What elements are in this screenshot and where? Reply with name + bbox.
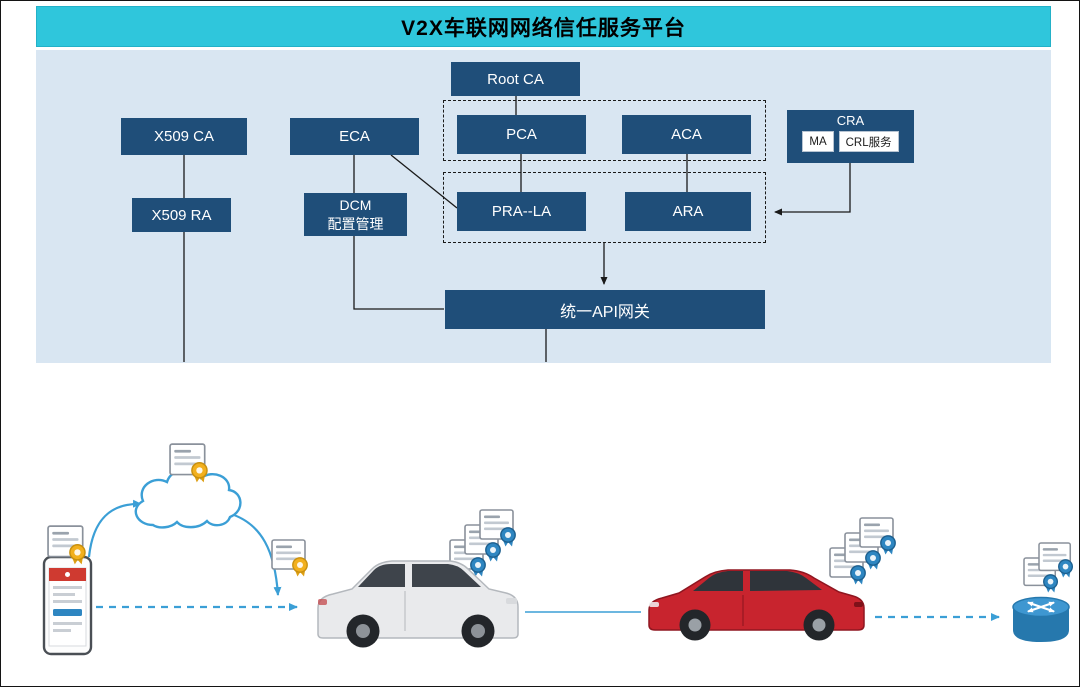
bottom-flow-arrows <box>87 499 1000 621</box>
node-x509-ra-label: X509 RA <box>151 206 212 224</box>
node-eca: ECA <box>290 118 419 155</box>
arrow-cra-to-ra-group <box>774 163 851 216</box>
router-icon <box>1012 596 1070 642</box>
red-car-icon <box>648 569 865 641</box>
node-ma: MA <box>802 131 834 152</box>
connector-dcm-apigateway <box>353 236 444 310</box>
node-eca-label: ECA <box>339 128 370 145</box>
certificate-stack-router <box>1023 542 1074 593</box>
node-aca-label: ACA <box>671 126 702 143</box>
node-ara: ARA <box>625 192 751 231</box>
node-cra-label: CRA <box>836 113 865 128</box>
white-car-icon <box>317 560 519 648</box>
node-pca: PCA <box>457 115 586 154</box>
node-aca: ACA <box>622 115 751 154</box>
cra-sub-services: MA CRL服务 <box>802 131 899 152</box>
certificate-icon-roadside <box>271 539 309 577</box>
platform-title-bar: V2X车联网网络信任服务平台 <box>36 6 1051 47</box>
node-ara-label: ARA <box>672 203 704 220</box>
node-pra-la: PRA--LA <box>457 192 586 231</box>
node-x509-ra: X509 RA <box>132 198 231 232</box>
certificate-stack-red-car <box>829 517 897 585</box>
arrow-phone-to-cloud <box>87 499 142 558</box>
node-x509-ca-label: X509 CA <box>153 128 215 145</box>
node-pra-la-label: PRA--LA <box>491 203 552 220</box>
node-root-ca: Root CA <box>451 62 580 96</box>
node-api-gateway: 统一API网关 <box>445 290 765 329</box>
node-root-ca-label: Root CA <box>487 70 544 88</box>
node-cra: CRA MA CRL服务 <box>787 110 914 163</box>
node-x509-ca: X509 CA <box>121 118 247 155</box>
node-crl-service: CRL服务 <box>838 131 899 152</box>
cloud-icon <box>134 468 242 529</box>
arrow-cloud-to-road <box>227 511 282 596</box>
connector-eca-prala <box>390 154 458 209</box>
node-api-gateway-label: 统一API网关 <box>560 303 650 321</box>
node-dcm-label-line2: 配置管理 <box>327 215 384 232</box>
node-pca-label: PCA <box>506 126 537 143</box>
node-dcm: DCM 配置管理 <box>304 193 407 236</box>
node-dcm-label-line1: DCM <box>339 197 372 214</box>
smartphone-icon <box>42 555 93 656</box>
platform-title: V2X车联网网络信任服务平台 <box>401 16 686 40</box>
